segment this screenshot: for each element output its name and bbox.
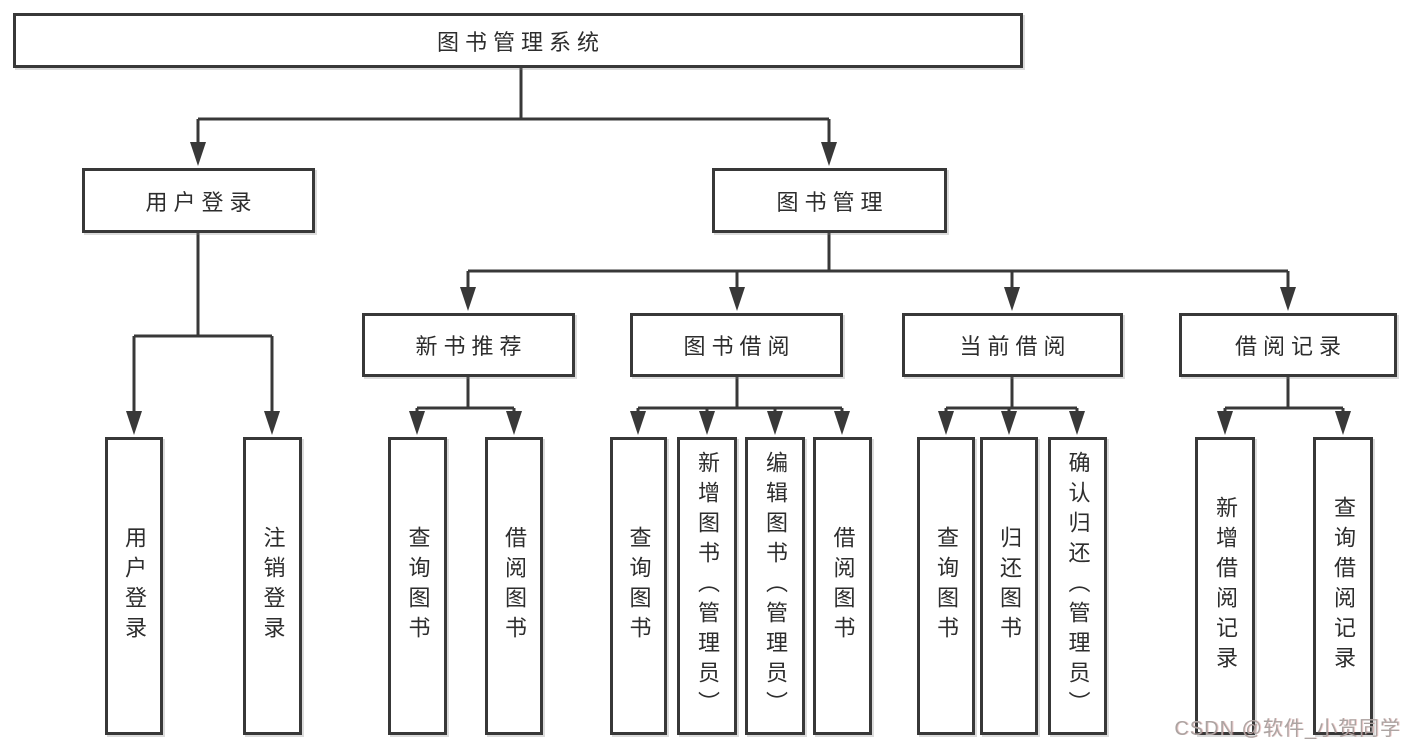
node-current-borrowing: 当前借阅	[902, 313, 1123, 377]
leaf-logout: 注销登录	[243, 437, 302, 735]
arrow-icon	[409, 411, 425, 435]
leaf-confirm-return-admin: 确认归还（管理员）	[1048, 437, 1107, 735]
node-root-label: 图书管理系统	[436, 29, 605, 55]
arrow-icon	[1001, 411, 1017, 435]
node-borrowing-records: 借阅记录	[1179, 313, 1397, 377]
leaf-logout-label: 注销登录	[260, 526, 286, 646]
node-new-book-recommend: 新书推荐	[362, 313, 575, 377]
connector-borrowing-records	[1223, 377, 1345, 412]
arrow-icon	[938, 411, 954, 435]
node-book-management-label: 图书管理	[776, 189, 889, 215]
connector-root	[196, 68, 831, 143]
leaf-add-borrow-record: 新增借阅记录	[1195, 437, 1255, 735]
arrow-icon	[264, 411, 280, 435]
arrow-icon	[126, 411, 142, 435]
leaf-query-books-borrowing: 查询图书	[610, 437, 667, 735]
arrow-icon	[767, 411, 783, 435]
arrow-icon	[1335, 411, 1351, 435]
leaf-add-books-admin: 新增图书（管理员）	[677, 437, 737, 735]
arrow-icon	[699, 411, 715, 435]
leaf-query-books-recommend: 查询图书	[388, 437, 447, 735]
arrow-icon	[1280, 287, 1296, 311]
leaf-query-books-borrowing-label: 查询图书	[626, 526, 652, 646]
node-user-login: 用户登录	[82, 168, 315, 233]
watermark: CSDN @软件_小贺同学	[1174, 718, 1401, 740]
leaf-borrow-books: 借阅图书	[813, 437, 872, 735]
node-book-management: 图书管理	[712, 168, 947, 233]
leaf-query-books-current-label: 查询图书	[934, 526, 959, 646]
leaf-edit-books-admin-label: 编辑图书（管理员）	[763, 451, 788, 721]
leaf-query-books-current: 查询图书	[917, 437, 975, 735]
leaf-query-books-recommend-label: 查询图书	[405, 526, 431, 646]
node-new-book-recommend-label: 新书推荐	[415, 334, 528, 359]
connector-arrowheads	[126, 142, 1351, 435]
leaf-user-login: 用户登录	[105, 437, 163, 735]
connector-new-book-recommend	[415, 377, 516, 412]
arrow-icon	[190, 142, 206, 166]
arrow-icon	[729, 287, 745, 311]
arrow-icon	[1004, 287, 1020, 311]
leaf-user-login-label: 用户登录	[122, 526, 147, 646]
leaf-borrow-books-label: 借阅图书	[830, 526, 856, 646]
leaf-borrow-books-recommend: 借阅图书	[485, 437, 543, 735]
leaf-edit-books-admin: 编辑图书（管理员）	[745, 437, 805, 735]
connector-user-login	[132, 233, 274, 412]
node-user-login-label: 用户登录	[145, 189, 258, 215]
node-book-borrowing-label: 图书借阅	[683, 334, 796, 359]
node-book-borrowing: 图书借阅	[630, 313, 843, 377]
connector-book-borrowing	[636, 377, 844, 412]
leaf-query-borrow-record: 查询借阅记录	[1313, 437, 1373, 735]
connector-lines	[132, 68, 1345, 412]
arrow-icon	[834, 411, 850, 435]
leaf-return-books-label: 归还图书	[997, 526, 1022, 646]
arrow-icon	[460, 287, 476, 311]
arrow-icon	[821, 142, 837, 166]
node-root: 图书管理系统	[13, 13, 1023, 68]
arrow-icon	[506, 411, 522, 435]
leaf-add-borrow-record-label: 新增借阅记录	[1213, 496, 1238, 676]
leaf-add-books-admin-label: 新增图书（管理员）	[695, 451, 720, 721]
leaf-confirm-return-admin-label: 确认归还（管理员）	[1065, 451, 1091, 721]
connector-current-borrowing	[944, 377, 1079, 412]
leaf-query-borrow-record-label: 查询借阅记录	[1331, 496, 1356, 676]
leaf-borrow-books-recommend-label: 借阅图书	[502, 526, 527, 646]
connector-book-management	[466, 233, 1290, 288]
node-borrowing-records-label: 借阅记录	[1234, 334, 1347, 359]
arrow-icon	[1217, 411, 1233, 435]
arrow-icon	[1069, 411, 1085, 435]
arrow-icon	[630, 411, 646, 435]
leaf-return-books: 归还图书	[980, 437, 1038, 735]
node-current-borrowing-label: 当前借阅	[959, 334, 1072, 359]
